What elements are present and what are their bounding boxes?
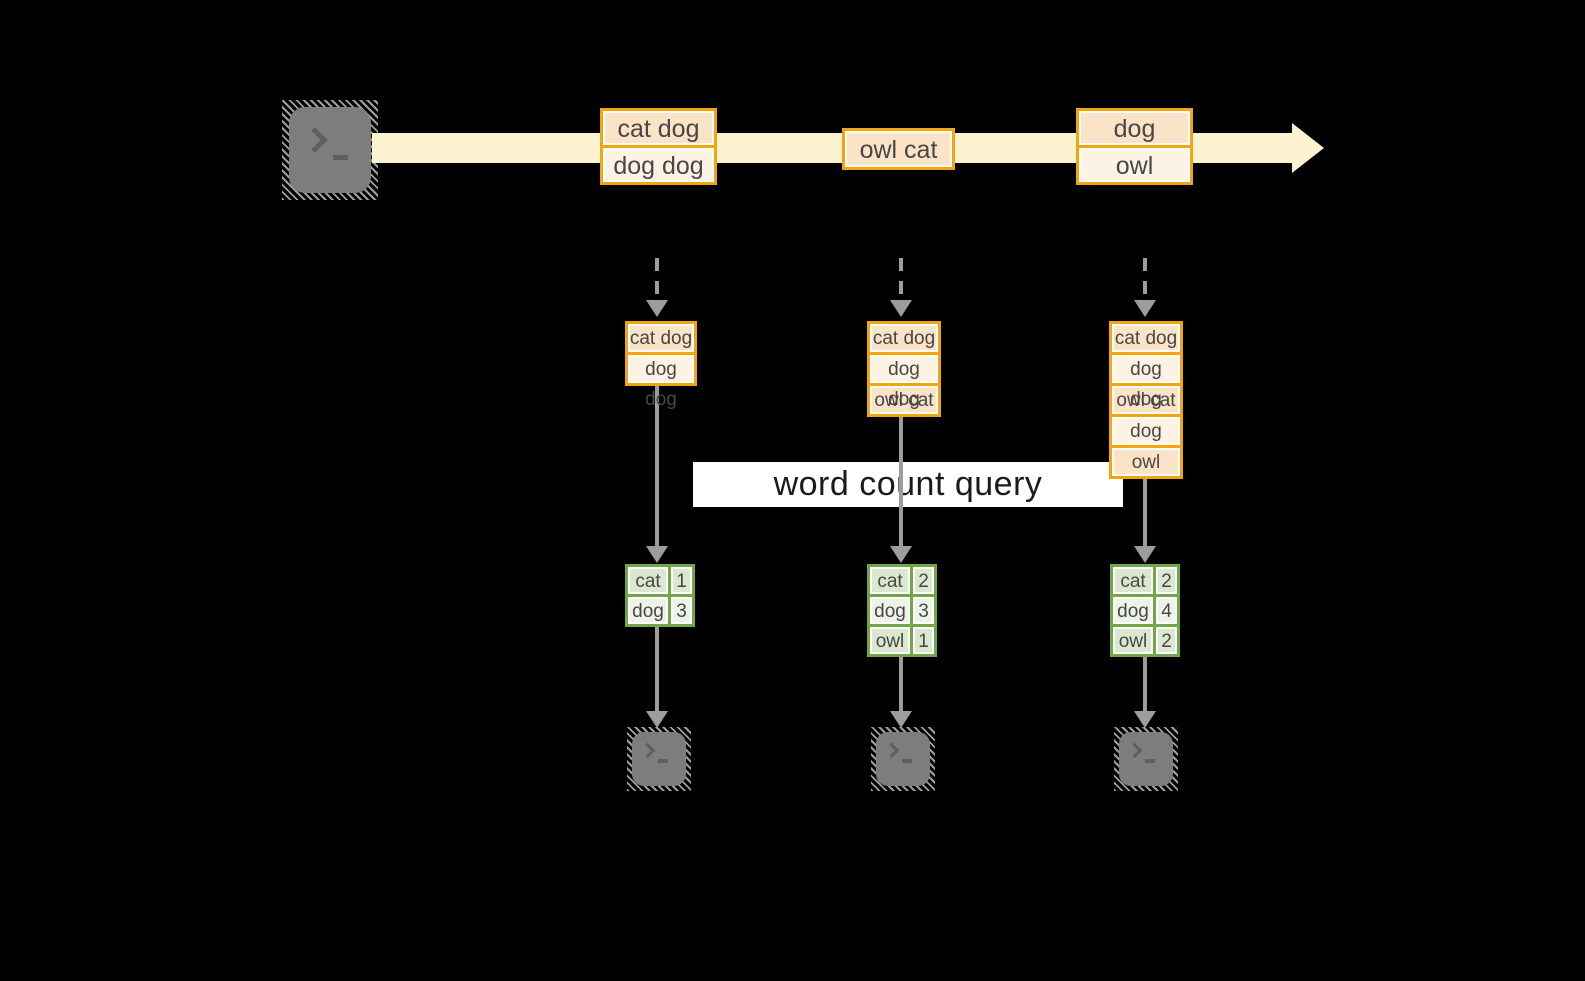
stack-row: owl cat (867, 383, 941, 417)
event-row: cat dog (600, 108, 717, 148)
connector-line (1143, 479, 1147, 546)
arrow-down-icon (890, 300, 912, 317)
arrow-down-icon (890, 711, 912, 728)
count-row: dog 3 (867, 594, 937, 627)
stack-row: owl (1109, 445, 1183, 479)
connector-line (899, 417, 903, 546)
word-cell: cat (1110, 564, 1156, 597)
word-cell: cat (625, 564, 671, 597)
word-cell: dog (1110, 594, 1156, 627)
prompt-chevron-icon (883, 742, 900, 759)
count-cell: 2 (1153, 624, 1180, 657)
arrow-down-icon (1134, 300, 1156, 317)
arrow-down-icon (1134, 546, 1156, 563)
connector-line (899, 657, 903, 711)
stack-row: dog dog (625, 352, 697, 410)
prompt-underscore-icon (333, 155, 348, 160)
count-row: cat 2 (867, 564, 937, 597)
prompt-underscore-icon (902, 759, 912, 763)
count-row: dog 4 (1110, 594, 1180, 627)
sink-terminal-icon (871, 727, 935, 791)
stack-row: dog dog (867, 352, 941, 410)
arrow-down-icon (646, 711, 668, 728)
count-row: cat 1 (625, 564, 695, 597)
arrow-down-icon (1134, 711, 1156, 728)
prompt-underscore-icon (658, 759, 668, 763)
count-cell: 2 (1153, 564, 1180, 597)
arrow-down-icon (890, 546, 912, 563)
count-table-3: cat 2 dog 4 owl 2 (1110, 564, 1180, 657)
terminal-body (1119, 732, 1173, 786)
count-row: dog 3 (625, 594, 695, 627)
count-row: cat 2 (1110, 564, 1180, 597)
count-table-2: cat 2 dog 3 owl 1 (867, 564, 937, 657)
dashed-arrow-line (1143, 258, 1147, 300)
word-cell: dog (625, 594, 671, 627)
sink-terminal-icon (1114, 727, 1178, 791)
input-stack-2: cat dog dog dog owl cat (867, 321, 941, 417)
stack-row: cat dog (867, 321, 941, 355)
input-stack-1: cat dog dog dog (625, 321, 697, 410)
count-cell: 1 (910, 624, 937, 657)
input-stack-3: cat dog dog dog owl cat dog owl (1109, 321, 1183, 479)
terminal-body (876, 732, 930, 786)
stack-row: owl cat (1109, 383, 1183, 417)
stream-event-box-2: owl cat (842, 128, 955, 170)
arrow-down-icon (646, 546, 668, 563)
terminal-body (289, 107, 371, 193)
prompt-chevron-icon (302, 127, 328, 153)
stream-event-box-1: cat dog dog dog (600, 108, 717, 185)
count-cell: 4 (1153, 594, 1180, 627)
prompt-chevron-icon (1126, 742, 1143, 759)
arrow-down-icon (646, 300, 668, 317)
stream-event-box-3: dog owl (1076, 108, 1193, 185)
count-cell: 3 (910, 594, 937, 627)
stack-row: cat dog (625, 321, 697, 355)
dashed-arrow-line (899, 258, 903, 300)
connector-line (655, 627, 659, 711)
connector-line (1143, 657, 1147, 711)
event-row: dog dog (600, 145, 717, 185)
prompt-underscore-icon (1145, 759, 1155, 763)
arrow-right-icon (1292, 123, 1324, 173)
count-cell: 3 (668, 594, 695, 627)
terminal-body (632, 732, 686, 786)
count-cell: 2 (910, 564, 937, 597)
connector-line (655, 386, 659, 546)
prompt-chevron-icon (639, 742, 656, 759)
source-terminal-icon (282, 100, 378, 200)
word-cell: dog (867, 594, 913, 627)
count-row: owl 2 (1110, 624, 1180, 657)
event-row: owl cat (842, 128, 955, 170)
count-cell: 1 (668, 564, 695, 597)
event-row: owl (1076, 145, 1193, 185)
word-cell: owl (867, 624, 913, 657)
event-row: dog (1076, 108, 1193, 148)
count-row: owl 1 (867, 624, 937, 657)
stack-row: cat dog (1109, 321, 1183, 355)
dashed-arrow-line (655, 258, 659, 300)
stack-row: dog (1109, 414, 1183, 448)
sink-terminal-icon (627, 727, 691, 791)
count-table-1: cat 1 dog 3 (625, 564, 695, 627)
word-cell: cat (867, 564, 913, 597)
stack-row: dog dog (1109, 352, 1183, 410)
query-label: word count query (693, 462, 1123, 507)
word-cell: owl (1110, 624, 1156, 657)
